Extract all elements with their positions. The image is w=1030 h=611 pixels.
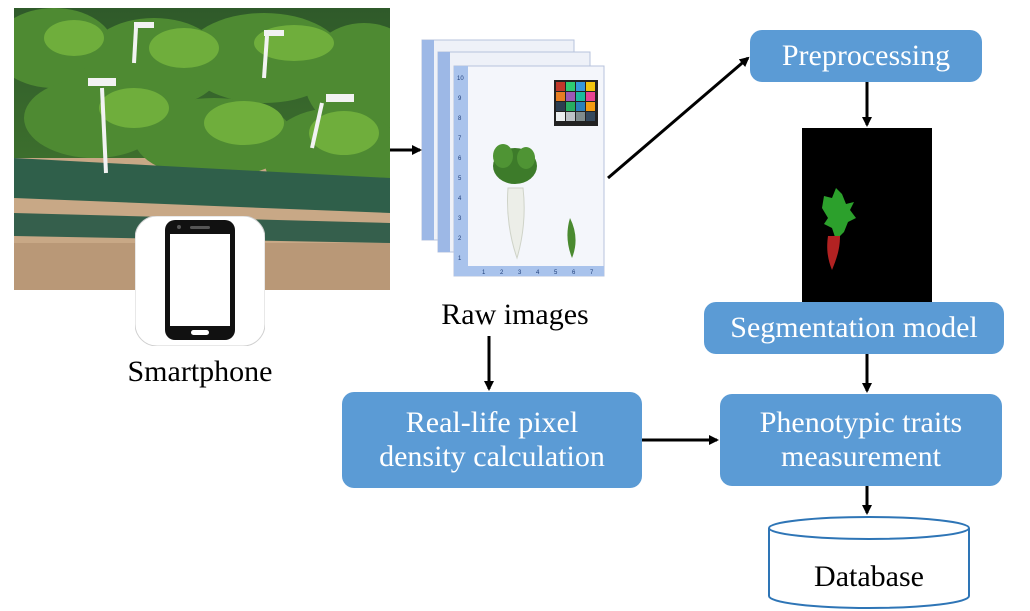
ruler-bottom-6: 6: [572, 270, 576, 276]
smartphone-label: Smartphone: [127, 355, 273, 388]
phenotypic-label-line1: Phenotypic traits: [759, 405, 963, 439]
field-photo: [14, 8, 390, 290]
phenotypic-traits-box: Phenotypic traits measurement: [720, 394, 1002, 486]
arrow-raw-to-preprocessing: [607, 56, 750, 180]
database-cylinder: Database: [767, 516, 971, 610]
segmentation-mask: [802, 128, 932, 318]
ruler-left-8: 8: [458, 116, 462, 122]
ruler-left-4: 4: [458, 196, 462, 202]
smartphone-icon: [135, 216, 265, 346]
radish-sample: [493, 144, 576, 260]
database-label: Database: [814, 560, 924, 593]
segmentation-model-box: Segmentation model: [704, 302, 1004, 354]
phenotypic-label-line2: measurement: [781, 440, 941, 473]
color-checker: [554, 80, 598, 126]
ruler-left-1: 1: [458, 256, 462, 262]
preprocessing-box: Preprocessing: [750, 30, 982, 82]
segmentation-model-label: Segmentation model: [730, 310, 978, 344]
ruler-bottom-4: 4: [536, 270, 540, 276]
preprocessing-label: Preprocessing: [781, 38, 951, 72]
image-stack: 10 9 8 7 6 5 4 3 2 1 1 2 3 4 5 6 7: [420, 38, 610, 288]
raw-images-label: Raw images: [441, 298, 589, 331]
ruler-left-2: 2: [458, 236, 462, 242]
ruler-bottom-7: 7: [590, 270, 594, 276]
pixel-density-label-line1: Real-life pixel: [405, 405, 579, 439]
ruler-bottom-3: 3: [518, 270, 522, 276]
ruler-left-10: 10: [457, 76, 464, 82]
ruler-bottom-5: 5: [554, 270, 558, 276]
pixel-density-box: Real-life pixel density calculation: [342, 392, 642, 488]
ruler-left-6: 6: [458, 156, 462, 162]
ruler-left-3: 3: [458, 216, 462, 222]
ruler-left-9: 9: [458, 96, 462, 102]
ruler-left-7: 7: [458, 136, 462, 142]
ruler-left-5: 5: [458, 176, 462, 182]
pixel-density-label-line2: density calculation: [379, 440, 605, 473]
ruler-bottom-2: 2: [500, 270, 504, 276]
ruler-bottom-1: 1: [482, 270, 486, 276]
